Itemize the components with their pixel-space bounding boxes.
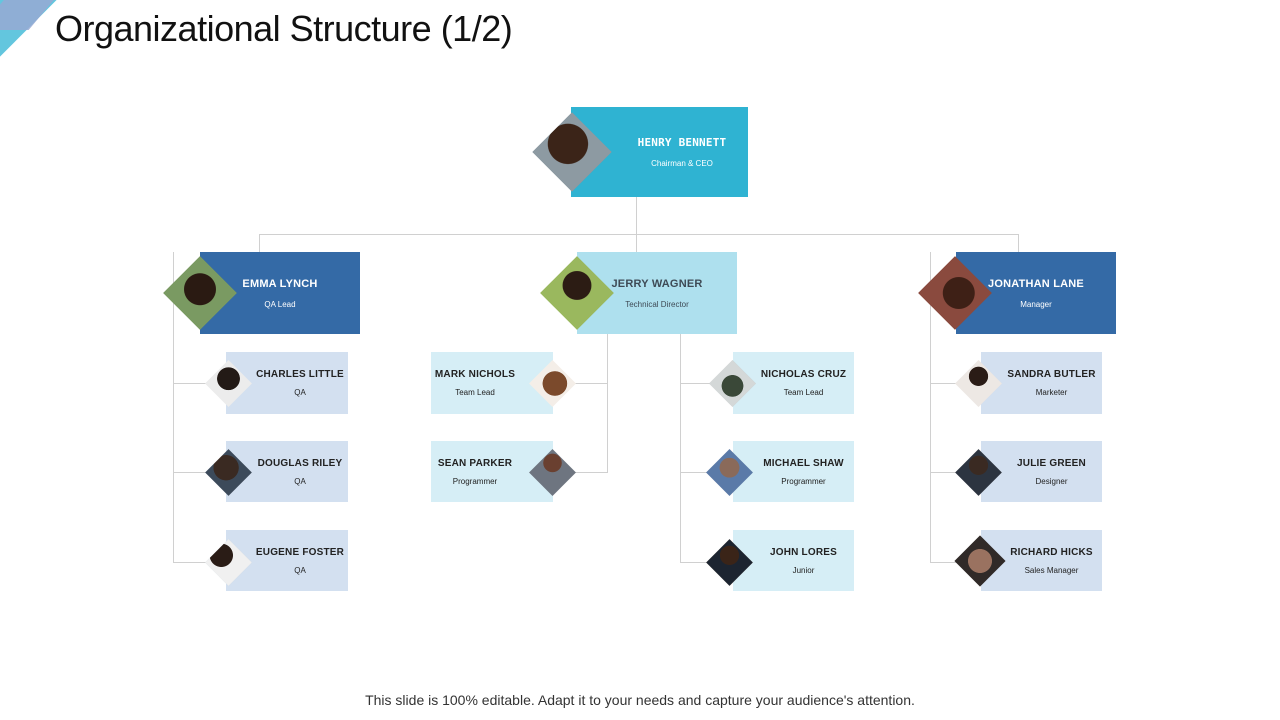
person-role: QA Lead bbox=[264, 299, 296, 309]
connector-line bbox=[173, 252, 174, 562]
person-role: Programmer bbox=[452, 476, 498, 486]
person-name: JERRY WAGNER bbox=[611, 277, 703, 290]
person-name: JOHN LORES bbox=[769, 546, 837, 558]
manager-card[interactable]: JONATHAN LANE Manager bbox=[956, 252, 1116, 334]
person-name: JULIE GREEN bbox=[1017, 457, 1086, 469]
person-name: MARK NICHOLS bbox=[434, 369, 516, 380]
connector-line bbox=[680, 383, 715, 384]
person-name: EUGENE FOSTER bbox=[255, 546, 345, 558]
staff-card[interactable]: JOHN LORES Junior bbox=[733, 530, 854, 591]
connector-line bbox=[1018, 234, 1019, 252]
slide-title: Organizational Structure (1/2) bbox=[55, 8, 513, 49]
person-role: Technical Director bbox=[625, 299, 689, 309]
person-name: NICHOLAS CRUZ bbox=[760, 369, 847, 380]
connector-line bbox=[930, 472, 960, 473]
connector-line bbox=[575, 383, 608, 384]
person-role: Sales Manager bbox=[1024, 565, 1079, 575]
person-role: QA bbox=[294, 565, 306, 575]
person-role: Team Lead bbox=[783, 388, 824, 397]
connector-line bbox=[930, 383, 960, 384]
person-role: Junior bbox=[792, 565, 815, 575]
connector-line bbox=[259, 234, 1019, 235]
connector-line bbox=[636, 234, 637, 252]
connector-line bbox=[680, 472, 715, 473]
connector-line bbox=[173, 562, 213, 563]
connector-line bbox=[607, 334, 608, 473]
person-role: Manager bbox=[1020, 299, 1052, 309]
person-name: SEAN PARKER bbox=[437, 457, 513, 469]
person-role: QA bbox=[294, 388, 306, 397]
person-name: SANDRA BUTLER bbox=[1007, 369, 1096, 380]
staff-card[interactable]: MICHAEL SHAW Programmer bbox=[733, 441, 854, 502]
person-role: Chairman & CEO bbox=[651, 159, 713, 168]
person-name: DOUGLAS RILEY bbox=[257, 457, 343, 469]
manager-card[interactable]: JERRY WAGNER Technical Director bbox=[577, 252, 737, 334]
footer-note: This slide is 100% editable. Adapt it to… bbox=[365, 692, 915, 708]
person-name: HENRY BENNETT bbox=[637, 136, 727, 149]
connector-line bbox=[575, 472, 608, 473]
staff-card[interactable]: NICHOLAS CRUZ Team Lead bbox=[733, 352, 854, 414]
person-name: MICHAEL SHAW bbox=[763, 457, 844, 469]
connector-line bbox=[930, 562, 960, 563]
connector-line bbox=[680, 334, 681, 563]
connector-line bbox=[173, 383, 213, 384]
person-role: Marketer bbox=[1035, 388, 1068, 397]
person-role: Designer bbox=[1035, 476, 1068, 486]
person-name: RICHARD HICKS bbox=[1010, 546, 1093, 558]
person-role: Programmer bbox=[781, 476, 826, 486]
connector-line bbox=[680, 562, 715, 563]
person-name: EMMA LYNCH bbox=[242, 277, 318, 290]
connector-line bbox=[636, 197, 637, 235]
person-role: QA bbox=[294, 476, 306, 486]
connector-line bbox=[259, 234, 260, 252]
connector-line bbox=[173, 472, 213, 473]
person-name: CHARLES LITTLE bbox=[256, 369, 344, 380]
person-name: JONATHAN LANE bbox=[988, 277, 1084, 290]
staff-card[interactable]: DOUGLAS RILEY QA bbox=[226, 441, 348, 502]
connector-line bbox=[930, 252, 931, 563]
person-role: Team Lead bbox=[455, 388, 495, 397]
